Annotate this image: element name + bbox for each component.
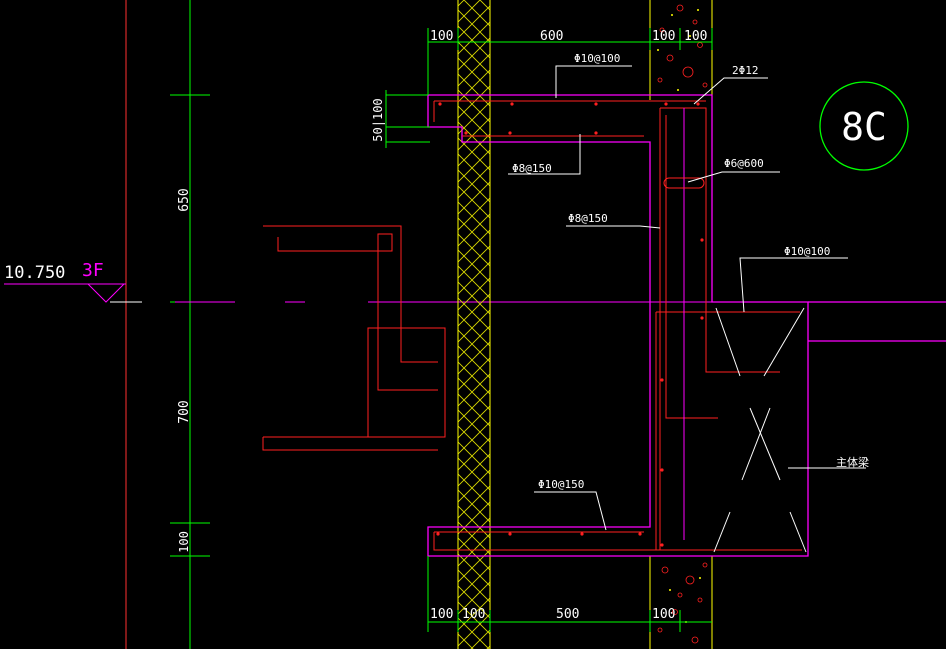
rebar-lines bbox=[433, 100, 802, 551]
dim-bottom-500: 500 bbox=[556, 607, 579, 622]
dim-100-vertical: 100 bbox=[177, 531, 191, 553]
left-dimension-line bbox=[385, 90, 430, 148]
detail-tag-label: 8C bbox=[841, 105, 887, 149]
rebar-label-corner-bars: 2Φ12 bbox=[732, 64, 759, 77]
beam-label: 主体梁 bbox=[836, 455, 869, 469]
dim-top-100-right: 100 bbox=[684, 29, 707, 44]
stirrup-icon bbox=[663, 177, 705, 189]
dim-bottom-100-c: 100 bbox=[652, 607, 675, 622]
dim-bottom-100-b: 100 bbox=[462, 607, 485, 622]
dim-650: 650 bbox=[177, 188, 192, 211]
rebar-label-top-slab: Φ10@100 bbox=[574, 52, 620, 65]
dim-bottom-100-a: 100 bbox=[430, 607, 453, 622]
beam-cross-lines bbox=[713, 307, 807, 553]
concrete-outline bbox=[427, 94, 809, 557]
leader-lines bbox=[508, 65, 866, 531]
bottom-dimension-line bbox=[427, 556, 712, 632]
left-rebar-elevation bbox=[262, 225, 446, 451]
level-floor: 3F bbox=[82, 260, 104, 281]
rebar-label-upper-slab: Φ8@150 bbox=[512, 162, 552, 175]
rebar-label-bottom-slab: Φ10@150 bbox=[538, 478, 584, 491]
rebar-label-stirrup: Φ6@600 bbox=[724, 157, 764, 170]
wall-hatch bbox=[458, 0, 490, 649]
rebar-label-beam-top: Φ10@100 bbox=[784, 245, 830, 258]
dim-50-100: 50|100 bbox=[371, 98, 385, 141]
dim-top-100-left: 100 bbox=[430, 29, 453, 44]
dim-top-600: 600 bbox=[540, 29, 563, 44]
level-triangle-icon bbox=[87, 283, 125, 303]
rebar-label-vertical-wall: Φ8@150 bbox=[568, 212, 608, 225]
level-elevation: 10.750 bbox=[4, 263, 65, 283]
rebar-dots bbox=[436, 102, 704, 547]
dim-top-100-mid: 100 bbox=[652, 29, 675, 44]
dim-700: 700 bbox=[177, 400, 192, 423]
detail-tag-circle bbox=[819, 81, 909, 171]
top-dimension-line bbox=[427, 28, 713, 95]
